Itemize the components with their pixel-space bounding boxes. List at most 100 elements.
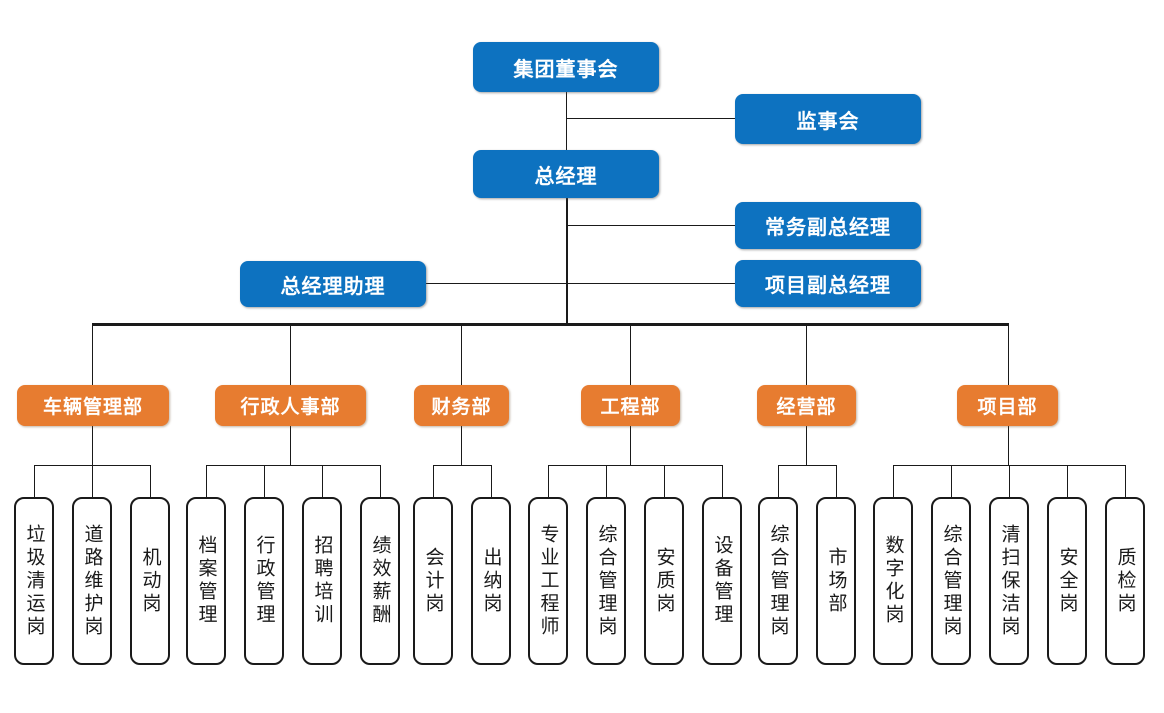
node-department-project[interactable]: 项目部	[957, 385, 1058, 426]
node-position-digitalization-label: 数字化岗	[882, 535, 905, 627]
connector-dept3-leaf-1	[433, 465, 434, 497]
connector-bus-drop-1	[92, 323, 93, 385]
node-position-road-maintenance-label: 道路维护岗	[81, 523, 104, 639]
node-position-recruitment-training[interactable]: 招聘培训	[302, 497, 342, 665]
node-gm-assistant[interactable]: 总经理助理	[240, 261, 426, 307]
node-department-project-label: 项目部	[977, 396, 1038, 418]
node-department-admin-hr[interactable]: 行政人事部	[215, 385, 366, 426]
connector-board-to-supervisory	[566, 118, 735, 119]
node-position-operations-general-management[interactable]: 综合管理岗	[758, 497, 798, 665]
connector-department-bus	[92, 323, 1009, 326]
connector-dept6-leaf-3	[1009, 465, 1010, 497]
connector-bus-drop-4	[630, 323, 631, 385]
node-project-deputy-gm[interactable]: 项目副总经理	[735, 260, 921, 307]
connector-dept4-leaf-3	[664, 465, 665, 497]
node-position-project-general-management[interactable]: 综合管理岗	[931, 497, 971, 665]
connector-dept5-leaf-2	[836, 465, 837, 497]
node-position-mobile-duty-label: 机动岗	[139, 546, 162, 616]
node-position-engineering-general-management[interactable]: 综合管理岗	[586, 497, 626, 665]
node-position-equipment-management[interactable]: 设备管理	[702, 497, 742, 665]
node-department-vehicle-management-label: 车辆管理部	[42, 396, 143, 418]
node-position-marketing[interactable]: 市场部	[816, 497, 856, 665]
node-position-archive-management[interactable]: 档案管理	[186, 497, 226, 665]
connector-gm-to-exec-deputy	[566, 225, 735, 226]
node-department-admin-hr-label: 行政人事部	[240, 396, 341, 418]
connector-dept3-bus	[433, 465, 491, 466]
node-department-finance[interactable]: 财务部	[414, 385, 509, 426]
connector-dept1-leaf-1	[34, 465, 35, 497]
node-general-manager[interactable]: 总经理	[473, 150, 659, 198]
node-position-performance-compensation[interactable]: 绩效薪酬	[360, 497, 400, 665]
connector-dept6-stem	[1008, 425, 1009, 465]
connector-dept2-stem	[290, 425, 291, 465]
connector-dept2-leaf-4	[380, 465, 381, 497]
connector-board-to-gm	[566, 91, 567, 155]
node-department-operations[interactable]: 经营部	[757, 385, 856, 426]
node-position-mobile-duty[interactable]: 机动岗	[130, 497, 170, 665]
connector-dept5-leaf-1	[778, 465, 779, 497]
connector-dept1-leaf-3	[150, 465, 151, 497]
node-position-admin-management[interactable]: 行政管理	[244, 497, 284, 665]
connector-dept6-leaf-4	[1067, 465, 1068, 497]
node-position-waste-removal[interactable]: 垃圾清运岗	[14, 497, 54, 665]
node-position-recruitment-training-label: 招聘培训	[311, 535, 334, 627]
node-supervisory-board[interactable]: 监事会	[735, 94, 921, 144]
node-department-engineering-label: 工程部	[600, 396, 661, 418]
node-position-admin-management-label: 行政管理	[253, 535, 276, 627]
node-position-safety[interactable]: 安全岗	[1047, 497, 1087, 665]
node-department-operations-label: 经营部	[776, 396, 837, 418]
node-position-quality-inspection[interactable]: 质检岗	[1105, 497, 1145, 665]
node-position-safety-quality-label: 安质岗	[653, 546, 676, 616]
node-position-marketing-label: 市场部	[825, 546, 848, 616]
connector-bus-drop-3	[461, 323, 462, 385]
connector-dept2-leaf-2	[264, 465, 265, 497]
connector-dept4-stem	[630, 425, 631, 465]
connector-dept3-stem	[461, 425, 462, 465]
node-department-engineering[interactable]: 工程部	[581, 385, 680, 426]
node-position-archive-management-label: 档案管理	[195, 535, 218, 627]
node-position-safety-quality[interactable]: 安质岗	[644, 497, 684, 665]
node-position-operations-general-management-label: 综合管理岗	[767, 523, 790, 639]
connector-dept6-leaf-2	[951, 465, 952, 497]
node-position-cleaning-sanitation[interactable]: 清扫保洁岗	[989, 497, 1029, 665]
node-board-label: 集团董事会	[513, 56, 619, 81]
node-position-performance-compensation-label: 绩效薪酬	[369, 535, 392, 627]
node-project-deputy-gm-label: 项目副总经理	[765, 273, 891, 297]
connector-dept2-leaf-3	[322, 465, 323, 497]
connector-dept5-stem	[806, 425, 807, 465]
node-executive-deputy-gm[interactable]: 常务副总经理	[735, 202, 921, 249]
node-position-project-general-management-label: 综合管理岗	[940, 523, 963, 639]
node-position-waste-removal-label: 垃圾清运岗	[23, 523, 46, 639]
node-position-professional-engineer[interactable]: 专业工程师	[528, 497, 568, 665]
connector-gm-to-project-deputy	[566, 283, 735, 284]
connector-dept2-bus	[206, 465, 381, 466]
node-position-cleaning-sanitation-label: 清扫保洁岗	[998, 523, 1021, 639]
node-executive-deputy-gm-label: 常务副总经理	[765, 215, 891, 239]
connector-dept3-leaf-2	[491, 465, 492, 497]
node-position-cashier-label: 出纳岗	[480, 546, 503, 616]
connector-bus-drop-5	[806, 323, 807, 385]
node-position-equipment-management-label: 设备管理	[711, 535, 734, 627]
connector-dept6-leaf-5	[1125, 465, 1126, 497]
node-board[interactable]: 集团董事会	[473, 42, 659, 92]
connector-dept2-leaf-1	[206, 465, 207, 497]
node-position-quality-inspection-label: 质检岗	[1114, 546, 1137, 616]
connector-dept6-leaf-1	[893, 465, 894, 497]
node-position-safety-label: 安全岗	[1056, 546, 1079, 616]
node-position-professional-engineer-label: 专业工程师	[537, 523, 560, 639]
node-general-manager-label: 总经理	[534, 163, 598, 188]
connector-bus-drop-6	[1008, 323, 1009, 385]
connector-dept4-leaf-2	[606, 465, 607, 497]
connector-bus-drop-2	[290, 323, 291, 385]
node-department-finance-label: 财务部	[431, 396, 492, 418]
connector-dept5-bus	[778, 465, 836, 466]
node-position-cashier[interactable]: 出纳岗	[471, 497, 511, 665]
connector-dept4-leaf-4	[722, 465, 723, 497]
node-department-vehicle-management[interactable]: 车辆管理部	[17, 385, 169, 426]
node-position-engineering-general-management-label: 综合管理岗	[595, 523, 618, 639]
node-position-road-maintenance[interactable]: 道路维护岗	[72, 497, 112, 665]
node-position-accounting[interactable]: 会计岗	[413, 497, 453, 665]
node-position-digitalization[interactable]: 数字化岗	[873, 497, 913, 665]
connector-dept4-bus	[548, 465, 723, 466]
